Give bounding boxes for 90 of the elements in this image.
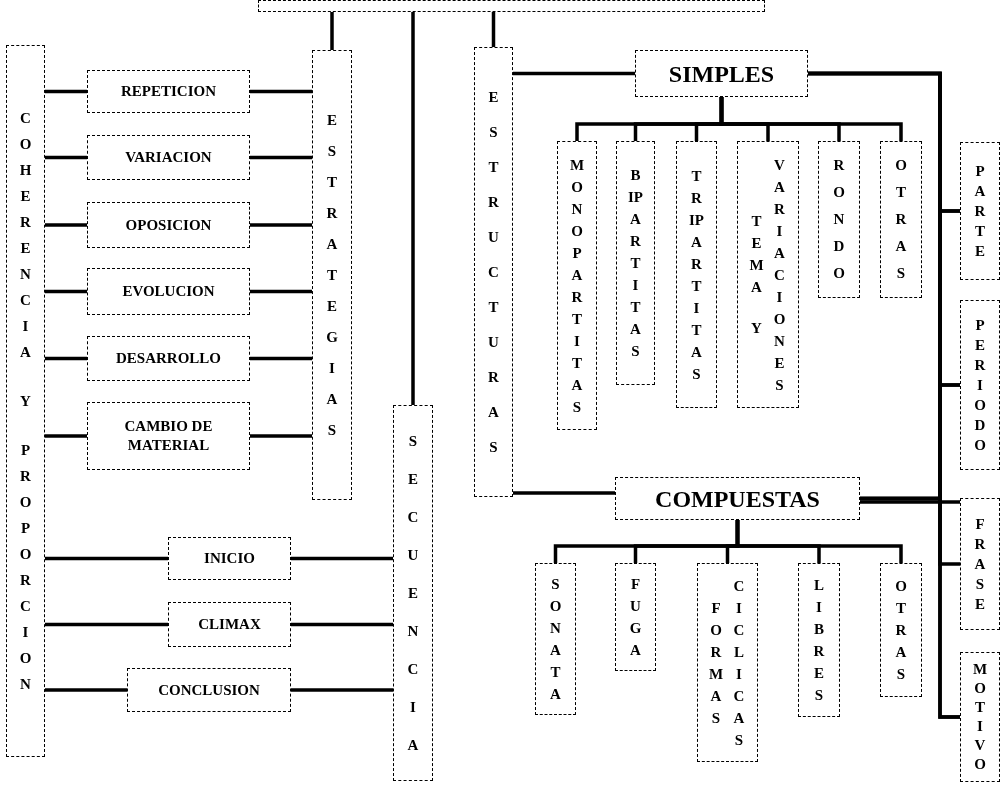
label-box xyxy=(87,135,250,180)
label-box xyxy=(557,141,597,430)
vertical-label: MONOPARTITAS xyxy=(569,155,585,417)
vertical-label: PARTE xyxy=(973,162,987,261)
label-box xyxy=(87,402,250,470)
label-box xyxy=(615,477,860,520)
label-box xyxy=(474,47,513,497)
vertical-label: ESTRATEGIAS xyxy=(325,110,339,440)
vertical-label: FUGA xyxy=(628,575,643,660)
connector-line xyxy=(250,434,312,438)
box-label: CAMBIO DE MATERIAL xyxy=(123,417,214,455)
label-box xyxy=(312,50,352,500)
vertical-label: TRIPARTITAS xyxy=(689,166,704,384)
connector-line xyxy=(45,556,168,561)
connector-line xyxy=(735,520,903,563)
label-box xyxy=(880,563,922,697)
connector-line xyxy=(45,155,87,160)
vertical-label: OTRAS xyxy=(894,156,908,283)
label-box xyxy=(635,50,808,97)
label-box xyxy=(697,563,758,762)
label-box xyxy=(87,70,250,113)
connector-line xyxy=(250,223,312,227)
label-box xyxy=(676,141,717,408)
connector-line xyxy=(45,356,87,361)
connector-line xyxy=(250,356,312,361)
connector-line xyxy=(291,556,393,561)
box-label: INICIO xyxy=(203,549,256,568)
connector-line xyxy=(860,500,960,504)
vertical-label: ESTRUCTURAS xyxy=(487,87,500,457)
label-box xyxy=(615,563,656,671)
box-label: REPETICION xyxy=(120,82,217,101)
connector-line xyxy=(250,89,312,94)
connector-line xyxy=(860,496,960,719)
connector-line xyxy=(291,688,393,692)
vertical-label: SONATA xyxy=(548,575,563,704)
label-box xyxy=(960,300,1000,470)
vertical-label: TEMA Y xyxy=(749,211,764,339)
vertical-label: MOTIVO xyxy=(972,660,988,774)
label-box xyxy=(737,141,799,408)
connector-line xyxy=(291,622,393,627)
vertical-label: BIPARTITAS xyxy=(628,166,643,361)
box-label: OPOSICION xyxy=(124,215,213,235)
connector-line xyxy=(513,491,615,495)
label-box xyxy=(6,45,45,757)
label-box xyxy=(535,563,576,715)
label-box xyxy=(168,537,291,580)
connector-line xyxy=(330,12,334,50)
box-label: EVOLUCION xyxy=(121,282,216,301)
vertical-label: OTRAS xyxy=(894,577,908,684)
connector-line xyxy=(411,12,415,405)
box-label: COMPUESTAS xyxy=(654,484,821,514)
connector-line xyxy=(45,89,87,94)
vertical-label: SECUENCIA xyxy=(406,432,420,755)
box-label: CONCLUSION xyxy=(157,680,261,700)
vertical-label: RONDO xyxy=(832,156,846,283)
label-box xyxy=(87,336,250,381)
label-box xyxy=(393,405,433,781)
connector-line xyxy=(45,434,87,438)
label-box xyxy=(818,141,860,298)
vertical-label: VARIACIONES xyxy=(772,155,787,395)
connector-line xyxy=(719,97,903,141)
label-box xyxy=(798,563,840,717)
box-label: DESARROLLO xyxy=(115,349,222,368)
label-box xyxy=(616,141,655,385)
label-box xyxy=(960,498,1000,630)
connector-line xyxy=(45,622,168,627)
connector-line xyxy=(513,71,635,76)
label-box xyxy=(87,202,250,248)
vertical-label: CICLICAS xyxy=(732,576,746,750)
label-box xyxy=(960,142,1000,280)
connector-line xyxy=(45,688,127,692)
label-box xyxy=(880,141,922,298)
empty-box xyxy=(258,0,765,12)
label-box xyxy=(168,602,291,647)
label-box xyxy=(960,652,1000,782)
box-label: VARIACION xyxy=(124,148,213,167)
box-label: SIMPLES xyxy=(667,59,776,89)
vertical-label: LIBRES xyxy=(812,576,826,705)
connector-line xyxy=(250,289,312,294)
vertical-label: PERIODO xyxy=(973,316,987,455)
connector-line xyxy=(45,289,87,294)
vertical-label: COHERENCIA Y PROPORCION xyxy=(18,108,33,695)
connector-line xyxy=(491,12,496,47)
box-label: CLIMAX xyxy=(197,615,262,634)
vertical-label: FRASE xyxy=(973,515,987,614)
vertical-label: FORMAS xyxy=(708,598,724,728)
connector-line xyxy=(250,155,312,160)
label-box xyxy=(87,268,250,315)
label-box xyxy=(127,668,291,712)
connector-line xyxy=(45,223,87,227)
